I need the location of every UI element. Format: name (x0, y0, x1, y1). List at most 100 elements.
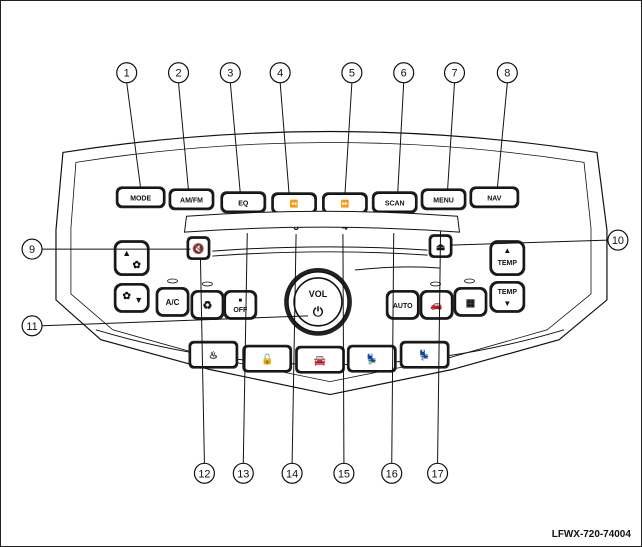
callout-16: 16 (381, 462, 403, 484)
callout-8: 8 (496, 62, 518, 84)
cd-slot (212, 246, 428, 257)
preset-button-strip[interactable] (183, 210, 461, 233)
temp-down-label: TEMP (498, 289, 518, 296)
scan-button-label: SCAN (385, 200, 405, 207)
up-arrow-icon: ▲ (503, 246, 511, 255)
auto-button-label: AUTO (393, 303, 413, 310)
ac-indicator-light (167, 278, 178, 284)
power-icon: ⏻ (313, 304, 324, 319)
unlock-icon: 🔓 (261, 353, 273, 366)
svg-text:15: 15 (338, 468, 350, 480)
nav-button[interactable]: NAV (469, 186, 520, 209)
svg-text:5: 5 (349, 68, 355, 80)
bottom-button-row: ♨ 🔓 🚘 💺 💺 (188, 340, 450, 374)
rear-defrost-button[interactable]: ▦ (453, 286, 488, 317)
mode-button-label: MODE (130, 195, 151, 202)
callout-14: 14 (281, 462, 303, 484)
display-slit (354, 266, 440, 271)
heated-steering-wheel-icon: ♨ (209, 351, 218, 362)
svg-text:6: 6 (401, 68, 407, 80)
temp-up-button[interactable]: ▲ TEMP (489, 240, 526, 276)
svg-text:2: 2 (175, 68, 181, 80)
reference-code: LFWX-720-74004 (552, 529, 632, 540)
down-arrow-icon: ▼ (503, 299, 511, 308)
recirculation-button[interactable]: ♻ (190, 289, 225, 320)
svg-text:12: 12 (198, 468, 210, 480)
outside-air-button[interactable]: 🚗 (419, 289, 454, 320)
up-arrow-icon: ▲ (122, 248, 131, 258)
eq-button[interactable]: EQ (220, 191, 267, 214)
down-arrow-icon: ▼ (134, 295, 143, 305)
rear-defrost-indicator-light (464, 278, 475, 284)
volume-knob[interactable]: VOL ⏻ (284, 268, 352, 336)
svg-text:11: 11 (26, 321, 37, 333)
temp-down-button[interactable]: TEMP ▼ (489, 280, 526, 313)
callout-7: 7 (443, 62, 466, 84)
rewind-icon: ⏪ (290, 199, 299, 208)
mode-button[interactable]: MODE (115, 186, 166, 209)
nav-button-label: NAV (487, 195, 502, 202)
heated-seat-right-button[interactable]: 💺 (399, 340, 450, 369)
svg-text:8: 8 (504, 68, 510, 80)
heated-seat-icon: 💺 (418, 349, 430, 362)
climate-off-button[interactable]: ■ OFF (223, 289, 258, 320)
recirculation-icon: ♻ (203, 300, 213, 312)
temp-up-label: TEMP (498, 260, 518, 267)
ac-button-label: A/C (166, 298, 180, 307)
callout-1: 1 (116, 62, 138, 84)
door-lock-button[interactable]: 🔓 (242, 344, 293, 373)
heated-seat-left-button[interactable]: 💺 (346, 344, 397, 373)
fan-icon: ■ (238, 298, 242, 304)
am-fm-button-label: AM/FM (180, 197, 203, 204)
menu-button[interactable]: MENU (420, 188, 467, 211)
svg-text:1: 1 (124, 68, 130, 80)
eject-icon: ⏏ (436, 242, 446, 253)
rear-defrost-icon: ▦ (466, 298, 475, 309)
heated-seat-icon: 💺 (366, 353, 378, 366)
svg-text:14: 14 (286, 468, 298, 480)
svg-text:9: 9 (29, 244, 35, 256)
auto-button[interactable]: AUTO (385, 289, 420, 320)
fan-icon: ✿ (123, 291, 132, 302)
menu-button-label: MENU (433, 197, 454, 204)
callout-17: 17 (427, 462, 449, 484)
car-trunk-icon: 🚘 (314, 356, 327, 367)
svg-text:13: 13 (237, 468, 249, 480)
trunk-button[interactable]: 🚘 (295, 345, 345, 374)
eq-button-label: EQ (238, 200, 249, 207)
svg-text:17: 17 (431, 468, 443, 480)
callout-6: 6 (393, 62, 415, 84)
volume-knob-label: VOL (309, 289, 328, 299)
ac-button[interactable]: A/C (155, 286, 190, 317)
callout-5: 5 (341, 62, 363, 84)
speaker-mute-icon: 🔇 (192, 242, 204, 255)
am-fm-button[interactable]: AM/FM (168, 188, 215, 211)
svg-text:7: 7 (451, 68, 457, 80)
callout-4: 4 (269, 62, 291, 84)
fan-icon: ✿ (133, 260, 142, 271)
callout-12: 12 (193, 462, 215, 484)
off-button-label: OFF (233, 307, 247, 314)
top-button-row: MODE AM/FM EQ ⏪ ⏩ SCAN (115, 186, 520, 215)
fast-forward-icon: ⏩ (341, 199, 350, 208)
fan-down-button[interactable]: ✿ ▼ (113, 282, 150, 313)
heated-steering-wheel-button[interactable]: ♨ (188, 340, 239, 369)
rewind-button[interactable]: ⏪ (271, 192, 318, 215)
svg-text:10: 10 (612, 235, 624, 247)
callout-13: 13 (232, 462, 254, 484)
outside-air-indicator-light (430, 281, 441, 287)
recirculation-indicator-light (202, 281, 213, 287)
svg-text:3: 3 (227, 68, 233, 80)
callout-10: 10 (607, 229, 629, 251)
svg-text:16: 16 (386, 468, 398, 480)
callout-11: 11 (21, 315, 43, 337)
car-fresh-air-icon: 🚗 (430, 300, 442, 311)
scan-button[interactable]: SCAN (371, 191, 418, 214)
callout-9: 9 (21, 238, 43, 260)
mute-button[interactable]: 🔇 (186, 236, 211, 261)
callout-labels: 1 2 3 4 5 6 7 8 9 10 11 12 13 14 15 16 1… (21, 62, 629, 484)
callout-15: 15 (333, 462, 355, 484)
fan-up-button[interactable]: ▲ ✿ (113, 240, 150, 276)
leader-lines (42, 82, 608, 464)
